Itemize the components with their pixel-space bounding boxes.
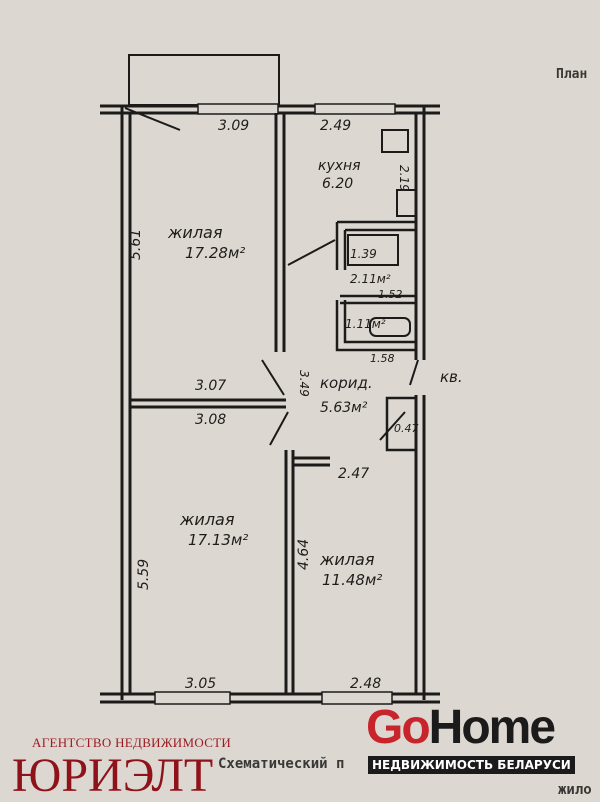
dim-label: 1.39: [350, 247, 377, 261]
room-name: жилая: [167, 223, 223, 242]
dim-label: 3.09: [218, 118, 249, 134]
plan-title: План: [556, 67, 587, 82]
room-name: корид.: [320, 374, 373, 392]
room-area: 1.11м²: [345, 317, 386, 331]
wall-left: [120, 106, 132, 700]
dim-label: 5.59: [136, 559, 152, 590]
dim-label: 5.61: [128, 229, 144, 260]
dim-label: 2.19: [397, 165, 411, 192]
gohome-subtitle: НЕДВИЖИМОСТЬ БЕЛАРУСИ: [368, 756, 575, 774]
bathtub-icon: [347, 234, 399, 266]
dim-label: 3.08: [195, 412, 226, 428]
room-area: 6.20: [322, 176, 353, 192]
dim-label: 2.47: [338, 466, 369, 482]
wall-interior: [284, 450, 330, 694]
window: [154, 691, 231, 705]
room-area: 5.63м²: [320, 400, 368, 416]
gohome-home: Home: [428, 701, 556, 754]
dim-label: 3.49: [297, 370, 311, 397]
bathroom-walls: [335, 220, 416, 352]
room-area: 2.11м²: [350, 272, 391, 286]
dim-label: 4.64: [296, 539, 312, 570]
caption: Схематический п: [218, 756, 344, 772]
room-area: 17.28м²: [185, 244, 245, 262]
room-area: 11.48м²: [322, 571, 382, 589]
gohome-go: Go: [366, 701, 431, 754]
dim-label: 1.52: [378, 288, 403, 301]
dim-label: 1.58: [370, 352, 395, 365]
dim-label: 2.48: [350, 676, 381, 692]
dim-label: 3.07: [195, 378, 226, 394]
window: [321, 691, 393, 705]
stove-icon: [381, 129, 409, 153]
wall-right: [414, 106, 426, 700]
wall-interior: [274, 113, 286, 352]
room-name: кухня: [318, 158, 361, 174]
room-area: 17.13м²: [188, 531, 248, 549]
room-name: жилая: [319, 550, 375, 569]
apartment-label: кв.: [440, 368, 463, 386]
agency-watermark-subtitle: АГЕНТСТВО НЕДВИЖИМОСТИ: [32, 735, 232, 750]
window: [197, 103, 279, 115]
sink-icon: [396, 189, 417, 217]
dim-label: 2.49: [320, 118, 351, 134]
toilet-icon: [369, 317, 411, 337]
wall-interior: [130, 398, 286, 409]
dim-label: 3.05: [185, 676, 216, 692]
door-swing: [124, 107, 419, 446]
balcony: [128, 54, 280, 106]
room-area: 0.47: [394, 422, 419, 435]
window: [314, 103, 396, 115]
agency-watermark-logo: ЮРИЭЛТ: [12, 749, 214, 802]
caption-end: жило: [558, 782, 592, 798]
gohome-logo: GoHome: [366, 701, 556, 754]
room-name: жилая: [179, 510, 235, 529]
